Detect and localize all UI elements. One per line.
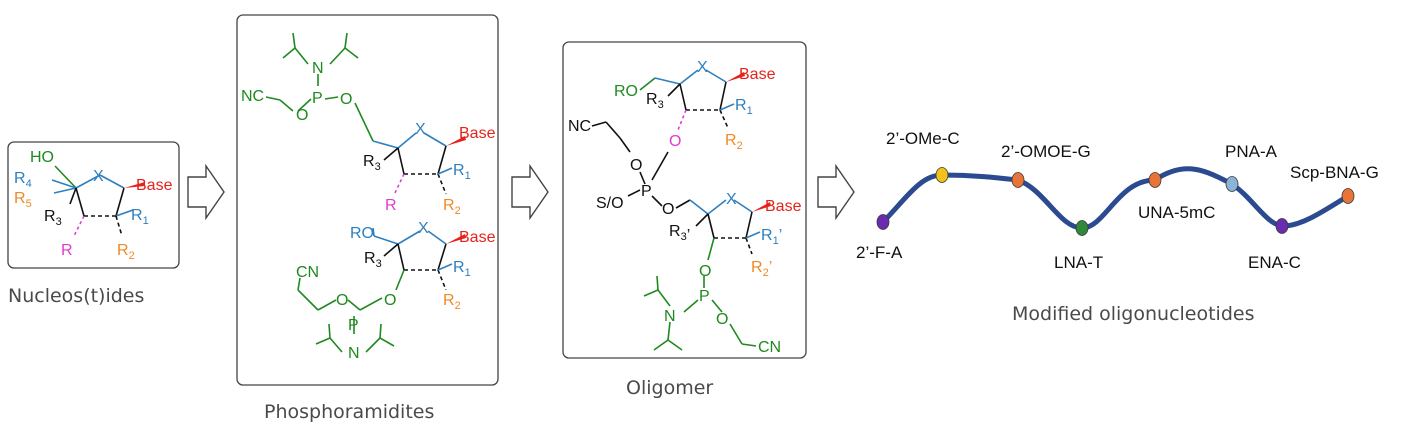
amidite-top-nc: NC — [241, 88, 264, 105]
nucleotide-r: R — [61, 242, 73, 259]
nucleotide-ring — [51, 165, 145, 237]
amidite-bottom-o2: O — [384, 292, 396, 309]
nucleotide-caption: Nucleos(t)ides — [8, 285, 144, 307]
amidite-top-r3: R3 — [363, 153, 381, 173]
oligomer-panel: RO X Base R3 R1 R2 O NC O P S/O O — [562, 41, 807, 399]
mod-label-6: ENA-C — [1248, 253, 1301, 272]
amidite-top-r2: R2 — [443, 197, 461, 217]
oligomer-bottom-base: Base — [765, 198, 802, 215]
mod-label-0: 2’-F-A — [856, 243, 903, 262]
amidite-top-o1: O — [340, 91, 352, 108]
amidite-top-o2: O — [296, 107, 308, 124]
modified-caption: Modified oligonucleotides — [1012, 303, 1254, 325]
oligomer-bottom-r3: R3’ — [669, 223, 690, 244]
amidite-bottom-x: X — [418, 220, 429, 237]
oligomer-top-r1: R1 — [735, 97, 753, 117]
amidite-bottom-o1: O — [336, 292, 348, 309]
mod-marker-7 — [1341, 188, 1355, 204]
mod-marker-3 — [1075, 220, 1089, 236]
oligomer-amidite-p: P — [699, 288, 710, 305]
oligomer-top-x: X — [697, 59, 708, 76]
amidite-top-r1: R1 — [453, 162, 471, 182]
oligomer-top-r3: R3 — [646, 91, 664, 111]
mod-marker-6 — [1275, 218, 1289, 234]
oligomer-o-magenta: O — [669, 133, 681, 150]
oligomer-o1: O — [630, 157, 642, 174]
arrow-3 — [817, 163, 855, 221]
oligomer-phosphate — [591, 121, 691, 209]
mod-marker-4 — [1148, 172, 1162, 188]
arrow-2 — [511, 163, 549, 221]
mod-label-5: PNA-A — [1225, 142, 1278, 161]
amidite-bottom-ro: RO — [350, 225, 374, 242]
arrow-1 — [187, 163, 225, 221]
oligomer-so: S/O — [596, 195, 624, 212]
amidite-bottom-ring — [372, 227, 466, 291]
amidite-bottom-r1: R1 — [453, 259, 471, 279]
mod-label-2: 2’-OMOE-G — [1001, 142, 1091, 161]
nucleotide-base: Base — [136, 177, 173, 194]
oligomer-top-r2: R2 — [725, 132, 743, 152]
mod-label-3: LNA-T — [1054, 253, 1103, 272]
phosphoramidite-panel: N P O O NC X Base R3 R1 R R2 — [236, 14, 499, 423]
oligomer-bottom-r1: R1’ — [761, 227, 782, 247]
mod-label-7: Scp-BNA-G — [1290, 163, 1379, 182]
oligomer-p: P — [641, 183, 652, 200]
oligomer-nc: NC — [568, 118, 591, 135]
nucleotide-frame — [7, 141, 180, 269]
nucleotide-r1: R1 — [131, 207, 149, 227]
mod-marker-5 — [1225, 176, 1239, 192]
oligomer-top-ring — [639, 69, 745, 131]
mod-marker-2 — [1011, 172, 1025, 188]
nucleotide-r5: R5 — [14, 190, 32, 210]
oligomer-o2: O — [662, 201, 674, 218]
oligomer-ro: RO — [614, 83, 638, 100]
oligomer-amidite-o2: O — [716, 311, 728, 328]
oligomer-amidite-cn: CN — [758, 339, 781, 356]
amidite-bottom-r2: R2 — [443, 292, 461, 312]
oligomer-frame — [562, 41, 807, 359]
oligomer-amidite-n: N — [664, 308, 676, 325]
nucleotide-r3: R3 — [44, 208, 62, 228]
amidite-top-n: N — [312, 60, 324, 77]
amidite-top-p: P — [312, 90, 323, 107]
nucleotide-ho: HO — [30, 149, 54, 166]
amidite-bottom-base: Base — [459, 229, 496, 246]
amidite-top-r: R — [385, 197, 397, 214]
oligomer-top-base: Base — [739, 66, 776, 83]
amidite-bottom-r3: R3 — [364, 250, 382, 270]
oligomer-bottom-x: X — [726, 191, 737, 208]
oligomer-caption: Oligomer — [626, 377, 713, 399]
bottom-diisopropylamine — [297, 277, 395, 353]
oligomer-bottom-ring — [689, 199, 771, 261]
mod-marker-1 — [935, 167, 949, 183]
oligomer-diisopropylamine — [643, 275, 757, 351]
modification-markers — [876, 167, 1355, 236]
top-diisopropylamine — [265, 32, 374, 142]
mod-label-1: 2’-OMe-C — [886, 129, 960, 148]
amidite-top-base: Base — [459, 125, 496, 142]
amidite-bottom-cn: CN — [296, 264, 319, 281]
oligo-strand — [880, 166, 1351, 231]
nucleotide-panel: HO X Base R4 R5 R3 R1 R R2 Nucleos(t)ide… — [7, 141, 180, 307]
phosphoramidite-frame — [236, 14, 499, 386]
modified-oligo-panel: 2’-F-A 2’-OMe-C 2’-OMOE-G LNA-T UNA-5mC … — [856, 129, 1379, 325]
nucleotide-r2: R2 — [117, 242, 135, 262]
mod-label-4: UNA-5mC — [1138, 203, 1215, 222]
oligomer-amidite-o1: O — [699, 263, 711, 280]
oligomer-bottom-r2: R2’ — [751, 259, 772, 279]
phosphoramidite-caption: Phosphoramidites — [264, 401, 434, 423]
mod-marker-0 — [876, 214, 890, 230]
nucleotide-x: X — [93, 168, 104, 185]
amidite-top-x: X — [415, 121, 426, 138]
amidite-bottom-n: N — [348, 345, 360, 362]
amidite-top-ring — [372, 132, 466, 196]
amidite-bottom-p: P — [348, 317, 359, 334]
nucleotide-r4: R4 — [14, 170, 32, 190]
